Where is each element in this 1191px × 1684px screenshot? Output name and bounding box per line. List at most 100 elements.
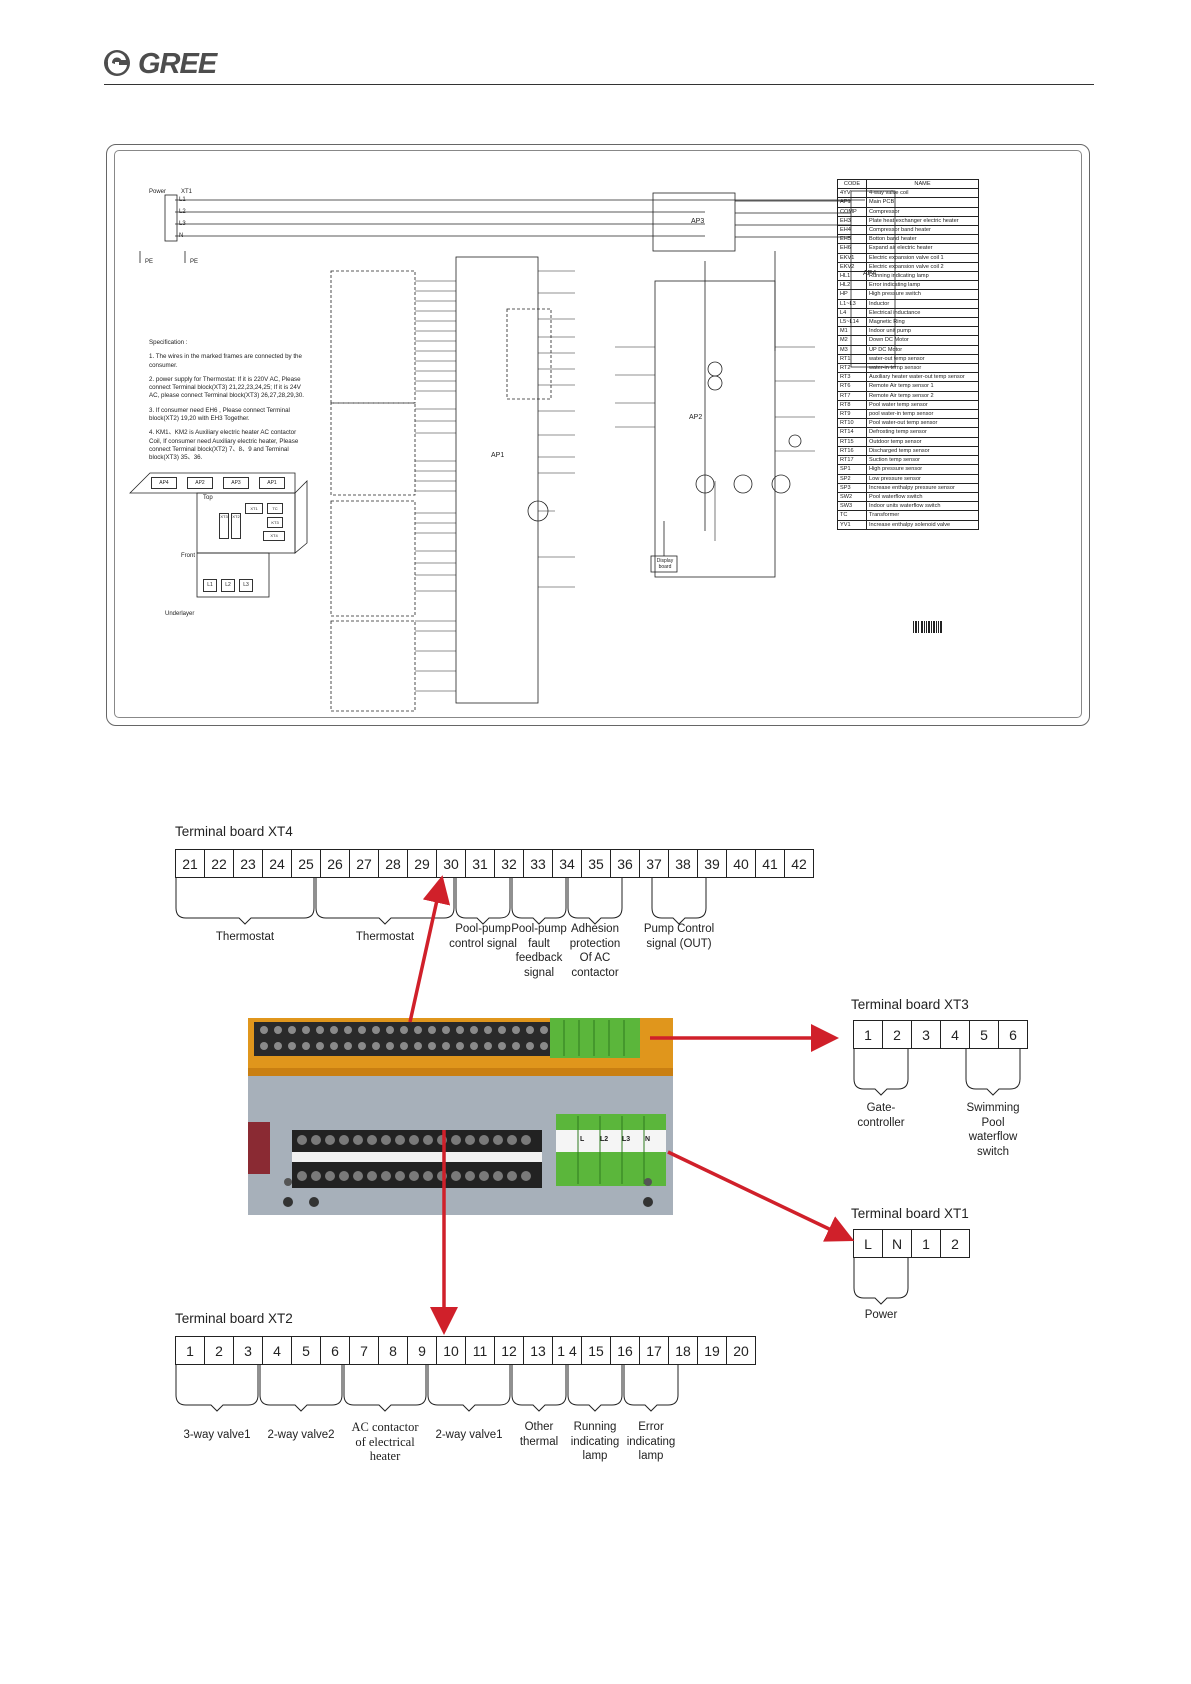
ap1-label: AP1	[491, 452, 505, 459]
code-header: CODE	[837, 178, 867, 190]
component-name: High pressure sensor	[866, 464, 979, 475]
xt4-group-bracket	[567, 878, 623, 925]
component-name: UP DC Motor	[866, 344, 979, 355]
gree-logo-text: GREE	[138, 48, 217, 80]
component-name: Indoor units waterflow switch	[866, 501, 979, 512]
screw-icon	[400, 1042, 408, 1050]
screw-icon	[297, 1171, 307, 1181]
component-code: EH5	[837, 234, 867, 245]
screw-icon	[484, 1026, 492, 1034]
xt4-group-bracket	[315, 878, 455, 925]
component-code: 4YV	[837, 188, 867, 199]
screw-icon	[479, 1135, 489, 1145]
component-name: Compressor	[866, 206, 979, 217]
component-code: RT8	[837, 399, 867, 411]
screw-icon	[465, 1135, 475, 1145]
component-name: Botton band heater	[866, 234, 979, 245]
component-name: Increase enthalpy solenoid valve	[866, 519, 979, 530]
component-name: Low pressure sensor	[866, 473, 979, 484]
component-name: pool water-in temp sensor	[866, 409, 979, 420]
screw-icon	[260, 1042, 268, 1050]
component-code: L4	[837, 307, 867, 319]
xt1-l1: L1	[179, 197, 186, 203]
screw-icon	[512, 1026, 520, 1034]
xt1-terminal: N	[882, 1229, 912, 1258]
component-name: water-out temp sensor	[866, 353, 979, 365]
component-name: Pool water temp sensor	[866, 399, 979, 411]
component-code: SP1	[837, 464, 867, 475]
display-board-label: Display board	[656, 558, 674, 570]
xt2-group-label: Other thermal	[519, 1421, 559, 1448]
screw-icon	[465, 1171, 475, 1181]
wiring-diagram-frame	[106, 144, 1090, 726]
xt4-group-label: Thermostat	[215, 931, 275, 943]
component-name: Electric expansion valve coil 2	[866, 261, 979, 273]
layout-front-xt2: XT2	[231, 513, 241, 539]
xt1-terminal: 2	[940, 1229, 970, 1258]
pe-label-2: PE	[190, 259, 199, 265]
screw-icon	[479, 1171, 489, 1181]
xt2-terminal: 12	[494, 1336, 524, 1365]
component-code: HL1	[837, 271, 867, 282]
xt2-title: Terminal board XT2	[175, 1311, 293, 1326]
screw-icon	[512, 1042, 520, 1050]
component-name: Expand air electric heater	[866, 243, 979, 254]
xt4-terminal: 35	[581, 849, 611, 878]
screw-icon	[367, 1135, 377, 1145]
layout-front-label: Front	[181, 553, 196, 559]
screw-icon	[395, 1135, 405, 1145]
screw-icon	[423, 1171, 433, 1181]
screw-icon	[274, 1026, 282, 1034]
screw-icon	[381, 1135, 391, 1145]
component-code: RT17	[837, 455, 867, 466]
component-code: RT7	[837, 390, 867, 401]
component-code: HP	[837, 289, 867, 300]
arrow-to-xt4	[408, 875, 451, 1023]
screw-icon	[437, 1135, 447, 1145]
xt4-terminal: 21	[175, 849, 205, 878]
screw-icon	[451, 1135, 461, 1145]
photo-letter-n: N	[645, 1136, 651, 1143]
screw-icon	[451, 1171, 461, 1181]
xt1-label: XT1	[181, 189, 193, 195]
layout-front-xt1: XT1	[245, 503, 263, 514]
screw-icon	[386, 1042, 394, 1050]
component-code: EH6	[837, 243, 867, 254]
xt4-terminal: 38	[668, 849, 698, 878]
xt4-terminal: 40	[726, 849, 756, 878]
component-code: RT6	[837, 381, 867, 392]
xt2-terminal: 8	[378, 1336, 408, 1365]
spec-item: 4. KM1、KM2 is Auxiliary electric heater …	[149, 429, 299, 462]
component-name: Transformer	[866, 510, 979, 521]
screw-icon	[339, 1135, 349, 1145]
xt2-terminal: 17	[639, 1336, 669, 1365]
screw-icon	[400, 1026, 408, 1034]
component-name: Main PCB	[866, 197, 979, 208]
xt2-terminal: 16	[610, 1336, 640, 1365]
component-name: Increase enthalpy pressure sensor	[866, 482, 979, 493]
component-code: COMP	[837, 206, 867, 217]
component-code: EKV1	[837, 252, 867, 263]
layout-underlayer-l2: L2	[221, 579, 235, 592]
layout-underlayer-l1: L1	[203, 579, 217, 592]
layout-front-xt3: XT3	[219, 513, 229, 539]
layout-underlayer-label: Underlayer	[165, 611, 195, 617]
screw-icon	[302, 1042, 310, 1050]
xt2-group-label: 3-way valve1	[183, 1429, 251, 1441]
xt4-group-bracket	[511, 878, 567, 925]
screw-icon	[297, 1135, 307, 1145]
screw-icon	[526, 1042, 534, 1050]
screw-icon	[470, 1042, 478, 1050]
xt4-group-label: Pool-pump fault feedback signal	[511, 923, 567, 979]
screw-icon	[344, 1042, 352, 1050]
